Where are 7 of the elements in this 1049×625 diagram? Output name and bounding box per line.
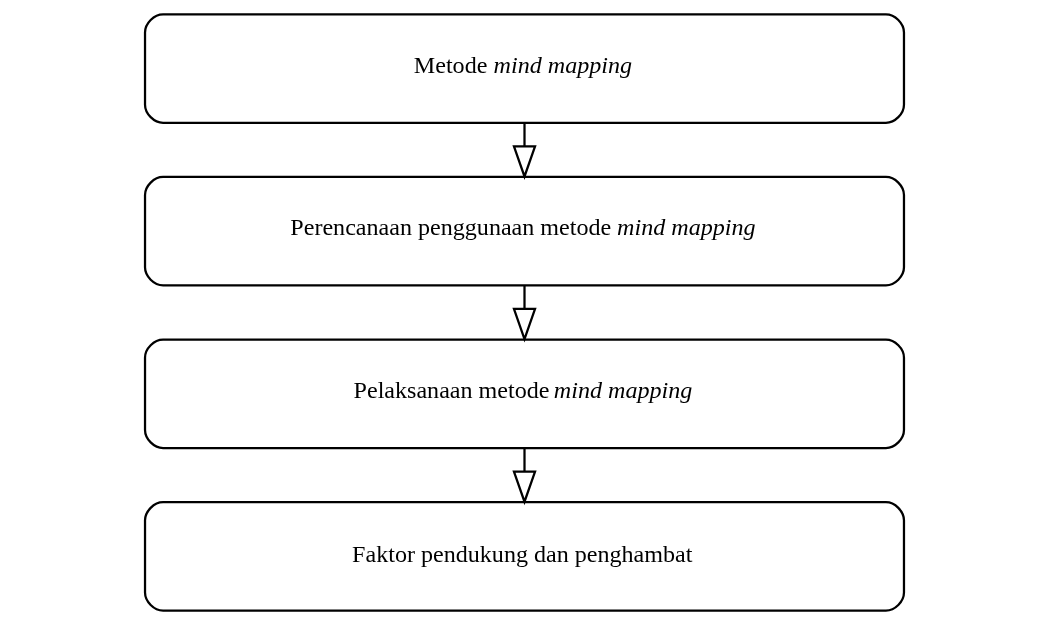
node-box: Faktor pendukung dan penghambat: [143, 501, 906, 612]
arrow: [512, 285, 537, 343]
node-box: Perencanaan penggunaan metode mind mapping: [143, 175, 906, 287]
node-box: Pelaksanaan metode mind mapping: [143, 338, 906, 450]
arrow: [512, 122, 537, 180]
arrow: [512, 448, 537, 506]
node-box: Metode mind mapping: [143, 13, 906, 124]
